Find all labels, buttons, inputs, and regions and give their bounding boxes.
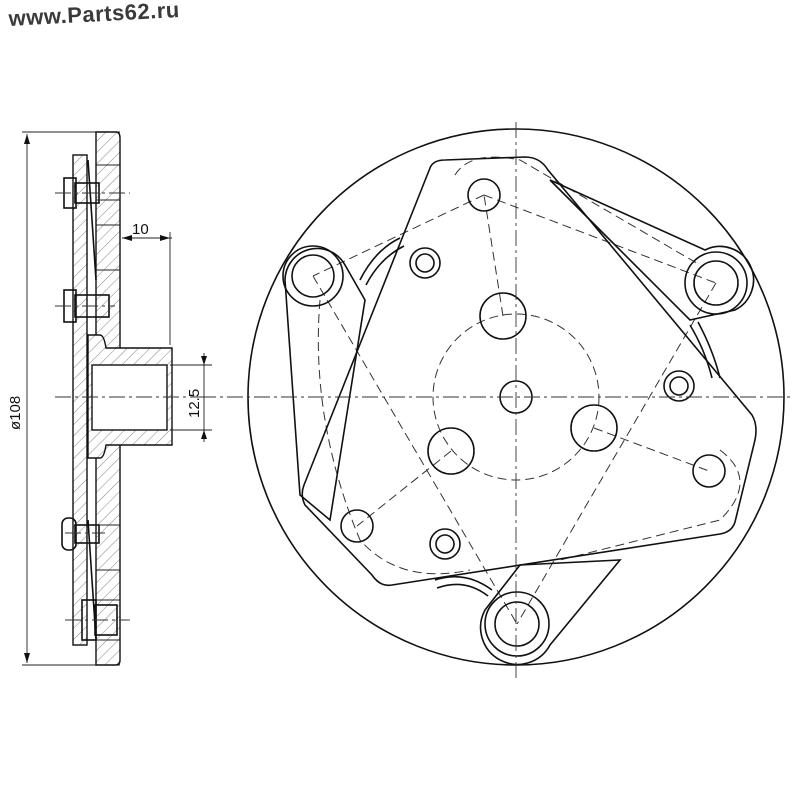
arm-hole (291, 254, 335, 298)
arm-hole (693, 260, 739, 306)
bore-label: 12.5 (186, 389, 203, 418)
arm-top-right (549, 179, 755, 321)
hub-bore (91, 364, 168, 431)
plate-section (72, 154, 88, 646)
front-view (200, 122, 792, 678)
side-view: ø108 10 (7, 131, 212, 666)
arm-bottom (479, 559, 622, 666)
diameter-label: ø108 (7, 396, 24, 430)
arm-hole (494, 601, 540, 647)
arm-left (284, 247, 366, 522)
hub-length-label: 10 (132, 221, 149, 238)
armature-plate (301, 156, 757, 587)
